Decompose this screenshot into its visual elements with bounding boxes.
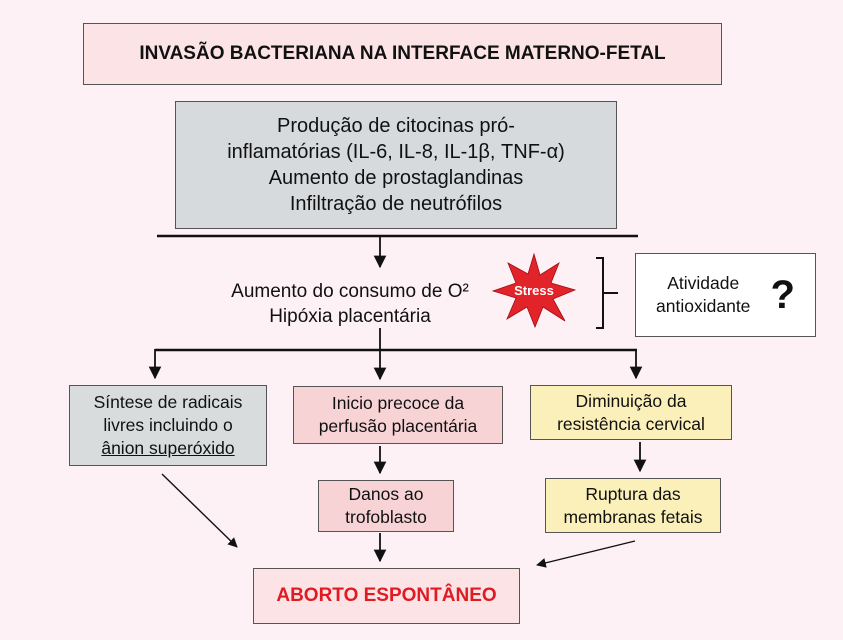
cervical-box: Diminuição da resistência cervical: [530, 385, 732, 440]
danos-line-1: Danos ao: [348, 484, 424, 504]
antioxidante-line-1: Atividade: [667, 273, 740, 293]
oxigenio-text: Aumento do consumo de O² Hipóxia placent…: [200, 279, 500, 329]
perfusao-box: Inicio precoce da perfusão placentária: [293, 386, 503, 444]
oxigenio-line-2: Hipóxia placentária: [269, 306, 431, 327]
radicais-line-3: ânion superóxido: [101, 438, 235, 458]
antioxidante-box: Atividade antioxidante ?: [635, 253, 816, 337]
citocinas-line-1: Produção de citocinas pró-: [277, 115, 515, 137]
title-text: INVASÃO BACTERIANA NA INTERFACE MATERNO-…: [139, 43, 666, 64]
aborto-text: ABORTO ESPONTÂNEO: [276, 585, 497, 606]
perfusao-line-1: Inicio precoce da: [331, 393, 465, 413]
ruptura-line-2: membranas fetais: [563, 506, 703, 527]
citocinas-line-4: Infiltração de neutrófilos: [289, 193, 503, 215]
perfusao-line-2: perfusão placentária: [318, 416, 478, 436]
question-mark: ?: [770, 272, 795, 317]
stress-label: Stress: [514, 283, 554, 298]
radicais-box: Síntese de radicais livres incluindo o â…: [69, 385, 267, 466]
bracket: [596, 257, 618, 329]
stress-star: [491, 252, 577, 329]
radicais-line-2: livres incluindo o: [103, 415, 233, 435]
aborto-box: ABORTO ESPONTÂNEO: [253, 568, 520, 624]
cervical-line-2: resistência cervical: [557, 413, 705, 434]
ruptura-box: Ruptura das membranas fetais: [545, 478, 721, 533]
arrow-ruptura-to-aborto: [536, 540, 636, 568]
danos-box: Danos ao trofoblasto: [318, 480, 454, 532]
oxigenio-line-1: Aumento do consumo de O²: [231, 281, 469, 302]
title-box: INVASÃO BACTERIANA NA INTERFACE MATERNO-…: [83, 23, 722, 85]
citocinas-box: Produção de citocinas pró- inflamatórias…: [175, 101, 617, 229]
antioxidante-line-2: antioxidante: [656, 296, 751, 316]
antioxidante-text: Atividade antioxidante: [656, 272, 750, 318]
ruptura-line-1: Ruptura das: [585, 483, 681, 504]
citocinas-line-2: inflamatórias (IL-6, IL-8, IL-1β, TNF-α): [227, 141, 565, 163]
citocinas-line-3: Aumento de prostaglandinas: [268, 167, 524, 189]
cervical-line-1: Diminuição da: [575, 390, 687, 411]
danos-line-2: trofoblasto: [345, 507, 427, 527]
arrow-radicais-to-aborto: [161, 473, 238, 548]
radicais-line-1: Síntese de radicais: [93, 392, 243, 412]
